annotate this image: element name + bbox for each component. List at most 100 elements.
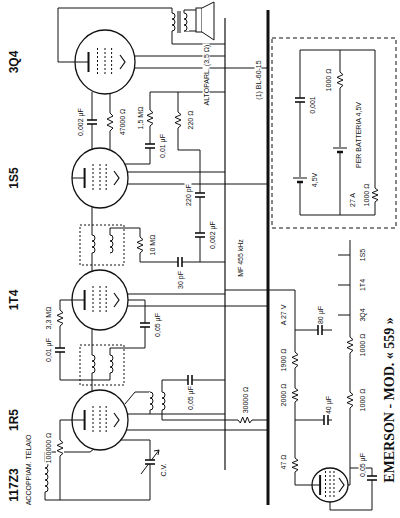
wire bbox=[125, 430, 268, 431]
tube-envelope bbox=[72, 270, 128, 330]
tube-envelope bbox=[312, 468, 348, 502]
gap bbox=[291, 388, 299, 402]
capacitor-symbol bbox=[140, 326, 150, 328]
wire bbox=[150, 410, 151, 414]
component-value: 1000 Ω bbox=[363, 183, 370, 208]
gap bbox=[86, 120, 98, 124]
coil-symbol bbox=[184, 13, 187, 31]
tube-label: 117Z3 bbox=[8, 467, 20, 502]
component-value: 1S5 bbox=[359, 248, 366, 262]
wire bbox=[184, 10, 196, 13]
gap bbox=[346, 392, 354, 408]
component-value: 2000 Ω bbox=[280, 383, 287, 408]
transformer-core bbox=[180, 11, 181, 33]
component-value: 0,002 μF bbox=[209, 220, 216, 250]
gap bbox=[194, 233, 206, 237]
gap bbox=[183, 13, 189, 31]
tube-filament bbox=[120, 55, 125, 69]
tube-filament bbox=[114, 293, 119, 307]
tube-lead bbox=[72, 300, 85, 301]
tuning-arrow bbox=[154, 450, 159, 455]
wire bbox=[92, 373, 93, 391]
gap bbox=[56, 310, 64, 326]
capacitor-symbol bbox=[327, 415, 329, 425]
wire bbox=[92, 253, 93, 271]
gap bbox=[371, 188, 379, 202]
component-value: 1900 Ω bbox=[280, 348, 287, 373]
tube-lead bbox=[72, 178, 85, 179]
wire bbox=[125, 392, 150, 404]
wire bbox=[92, 207, 93, 235]
coil-symbol bbox=[162, 392, 165, 410]
gap bbox=[144, 144, 156, 148]
wire bbox=[125, 172, 225, 173]
wire bbox=[125, 184, 268, 185]
coil-symbol bbox=[92, 355, 95, 373]
component-value: 1,5 MΩ bbox=[137, 106, 144, 131]
tube-label: 3Q4 bbox=[8, 50, 20, 75]
capacitor-symbol bbox=[87, 123, 97, 125]
component-value: 3Q4 bbox=[359, 307, 366, 322]
tube-filament bbox=[339, 478, 344, 492]
component-value: 47000 Ω bbox=[119, 108, 126, 137]
component-value: 220 Ω bbox=[187, 110, 194, 131]
resistor-symbol bbox=[292, 352, 298, 368]
coil-symbol bbox=[150, 392, 153, 410]
wire bbox=[125, 306, 268, 307]
coil-symbol bbox=[92, 235, 95, 253]
wire bbox=[300, 215, 375, 216]
capacitor-symbol bbox=[145, 463, 155, 465]
capacitor-symbol bbox=[181, 257, 183, 267]
wire bbox=[60, 420, 72, 500]
ground-bus bbox=[267, 10, 270, 505]
tube-grid bbox=[97, 48, 98, 76]
resistor-symbol bbox=[347, 392, 353, 408]
capacitor-symbol bbox=[295, 101, 305, 103]
component-value: ACCOPPIAM. TELAIO bbox=[25, 434, 32, 507]
component-value: 0,05 μF bbox=[154, 312, 161, 338]
wire bbox=[300, 50, 375, 215]
capacitor-symbol bbox=[195, 196, 205, 198]
component-value: 0,01 μF bbox=[45, 337, 52, 363]
battery-symbol bbox=[293, 178, 307, 179]
gap bbox=[136, 237, 144, 253]
gap bbox=[54, 348, 66, 352]
component-value: 30000 Ω bbox=[242, 386, 249, 415]
gap bbox=[291, 458, 299, 472]
gap bbox=[324, 414, 328, 426]
tube-lead bbox=[312, 485, 320, 486]
wire bbox=[338, 315, 350, 316]
gap bbox=[332, 147, 348, 153]
wire bbox=[45, 449, 94, 462]
gap bbox=[161, 392, 167, 410]
gap bbox=[346, 337, 354, 353]
component-value: C.V. bbox=[160, 463, 167, 478]
resistor-symbol bbox=[347, 337, 353, 353]
resistor-symbol bbox=[238, 417, 252, 423]
gap bbox=[144, 460, 156, 464]
resistor-symbol bbox=[292, 458, 298, 472]
capacitor-symbol bbox=[195, 192, 205, 194]
component-value: 30 pF bbox=[177, 270, 184, 290]
component-value: 47 Ω bbox=[280, 454, 287, 471]
tube-grid bbox=[333, 471, 334, 499]
resistor-symbol bbox=[137, 237, 143, 253]
gap bbox=[171, 13, 177, 31]
component-value: 220 pF bbox=[185, 183, 192, 207]
wire bbox=[125, 294, 225, 295]
gap bbox=[146, 110, 154, 126]
capacitor-symbol bbox=[177, 257, 179, 267]
capacitor-symbol bbox=[55, 347, 65, 349]
component-value: 4,5V bbox=[311, 172, 318, 188]
resistor-symbol bbox=[57, 310, 63, 326]
component-value: 27 A bbox=[349, 192, 356, 208]
tube-grid bbox=[106, 406, 107, 434]
tube-grid bbox=[106, 164, 107, 192]
wire bbox=[162, 410, 268, 420]
component-value: (1) BL-60-15 bbox=[255, 59, 262, 100]
wire bbox=[225, 290, 312, 485]
wire bbox=[338, 285, 350, 286]
coil-symbol bbox=[172, 13, 175, 31]
wire bbox=[125, 92, 225, 164]
